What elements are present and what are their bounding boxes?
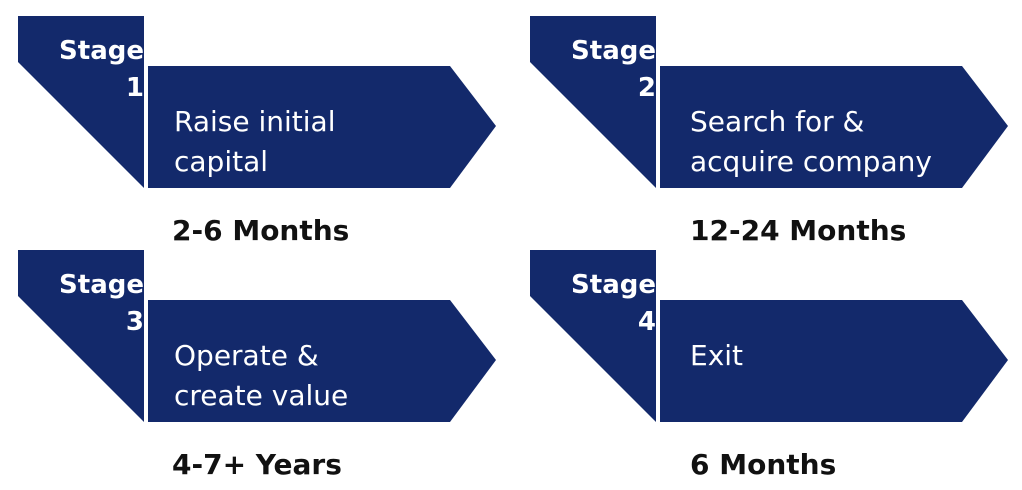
stage-tab xyxy=(530,16,656,188)
stage-title-line: create value xyxy=(174,379,349,412)
stage-tab xyxy=(530,250,656,422)
stage-number: 2 xyxy=(637,73,656,103)
stage-card-3: Stage 3 Operate & create value 4-7+ Year… xyxy=(18,250,518,490)
stage-title-line: capital xyxy=(174,145,269,178)
stage-label: Stage xyxy=(59,270,144,300)
stage-number: 4 xyxy=(637,307,656,337)
stage-title: Raise initial capital xyxy=(174,102,474,182)
stage-label: Stage xyxy=(571,270,656,300)
stage-number: 1 xyxy=(125,73,144,103)
stage-arrow xyxy=(660,300,1008,422)
stage-duration: 4-7+ Years xyxy=(172,448,342,481)
stage-shapes xyxy=(530,250,1008,422)
stage-card-2: Stage 2 Search for & acquire company 12-… xyxy=(530,16,1022,256)
stage-title: Search for & acquire company xyxy=(690,102,990,182)
stage-title: Operate & create value xyxy=(174,336,474,416)
stage-arrow xyxy=(148,300,496,422)
stage-tab xyxy=(18,250,144,422)
stage-label: Stage xyxy=(59,36,144,66)
stage-number: 3 xyxy=(125,307,144,337)
stage-arrow xyxy=(148,66,496,188)
stage-title-line: Exit xyxy=(690,339,744,372)
stage-title-line: Raise initial xyxy=(174,105,336,138)
stage-card-4: Stage 4 Exit 6 Months xyxy=(530,250,1022,490)
stage-label: Stage xyxy=(571,36,656,66)
stage-shapes xyxy=(530,16,1008,188)
stage-title-line: Search for & xyxy=(690,105,865,138)
stage-duration: 2-6 Months xyxy=(172,214,350,247)
stage-shapes xyxy=(18,250,496,422)
stage-title-line: Operate & xyxy=(174,339,319,372)
stage-arrow xyxy=(660,66,1008,188)
stage-title-line: acquire company xyxy=(690,145,932,178)
stage-duration: 12-24 Months xyxy=(690,214,907,247)
stage-tab xyxy=(18,16,144,188)
stage-title: Exit xyxy=(690,336,990,376)
stage-shapes xyxy=(18,16,496,188)
stage-card-1: Stage 1 Raise initial capital 2-6 Months xyxy=(18,16,518,256)
stage-duration: 6 Months xyxy=(690,448,837,481)
